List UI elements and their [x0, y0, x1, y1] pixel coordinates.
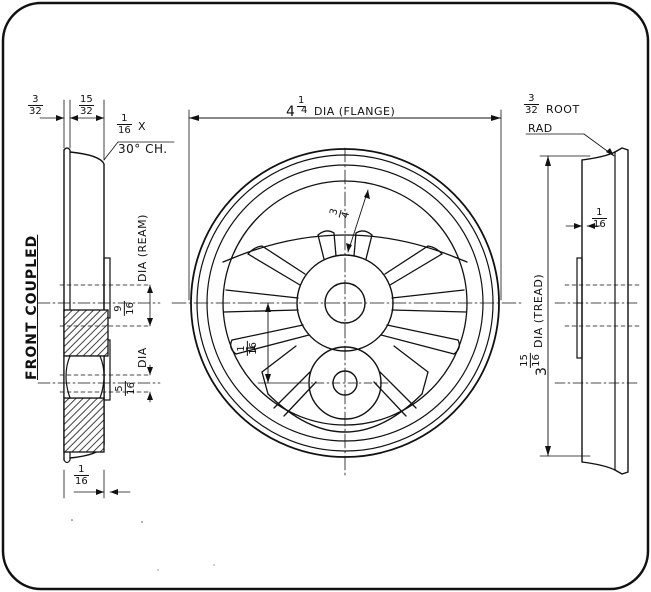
chamfer-fraction-num: 1 — [117, 113, 132, 125]
tread-label: DIA (TREAD) — [532, 273, 545, 348]
left-thickness-2-num: 15 — [79, 94, 94, 106]
flange-fraction-num: 1 — [297, 95, 306, 107]
crank-fraction-den: 16 — [125, 382, 137, 395]
flange-whole: 4 — [286, 104, 296, 120]
chamfer-label: 30° CH. — [118, 142, 168, 156]
tread-fraction-num: 15 — [518, 353, 531, 368]
ream-label: DIA (REAM) — [136, 214, 149, 282]
hub-fraction-num: 9 — [112, 301, 125, 316]
throw-fraction: 1 16 — [235, 341, 259, 356]
chamfer-fraction: 1 16 — [117, 113, 132, 136]
flange-fraction: 1 — [297, 95, 306, 107]
bottom-fraction: 1 16 — [74, 464, 89, 487]
chamfer-fraction-den: 16 — [118, 125, 131, 136]
crank-fraction-num: 5 — [113, 381, 126, 396]
left-thickness-1-num: 3 — [28, 94, 43, 106]
drawing-title: FRONT COUPLED — [24, 234, 40, 380]
throw-fraction-num: 1 — [235, 341, 248, 356]
tread-whole: 3 — [534, 366, 550, 376]
crank-fraction: 5 16 — [113, 381, 137, 396]
flange-label: DIA (FLANGE) — [314, 105, 396, 118]
left-section-view — [37, 99, 175, 499]
rad-label: RAD — [528, 122, 553, 135]
hub-fraction: 9 16 — [112, 301, 136, 316]
root-fraction: 3 32 — [524, 93, 539, 116]
bottom-fraction-num: 1 — [74, 464, 89, 476]
front-view — [171, 109, 523, 477]
right-fraction: 1 16 — [592, 207, 607, 230]
crank-dia-label: DIA — [136, 347, 149, 368]
left-thickness-1: 3 32 — [28, 94, 43, 117]
root-fraction-den: 32 — [525, 105, 538, 116]
chamfer-x: X — [138, 120, 147, 133]
left-thickness-2-den: 32 — [80, 106, 93, 117]
root-fraction-num: 3 — [524, 93, 539, 105]
bottom-fraction-den: 16 — [75, 476, 88, 487]
right-fraction-den: 16 — [593, 219, 606, 230]
tread-fraction: 15 16 — [518, 353, 542, 368]
tread-fraction-den: 16 — [530, 354, 542, 367]
flange-fraction-den: 4 — [301, 105, 308, 116]
left-thickness-1-den: 32 — [29, 106, 42, 117]
right-side-view — [525, 133, 641, 475]
throw-fraction-den: 16 — [247, 342, 259, 355]
root-label: ROOT — [546, 103, 580, 116]
right-fraction-num: 1 — [592, 207, 607, 219]
hub-fraction-den: 16 — [124, 302, 136, 315]
left-thickness-2: 15 32 — [79, 94, 94, 117]
